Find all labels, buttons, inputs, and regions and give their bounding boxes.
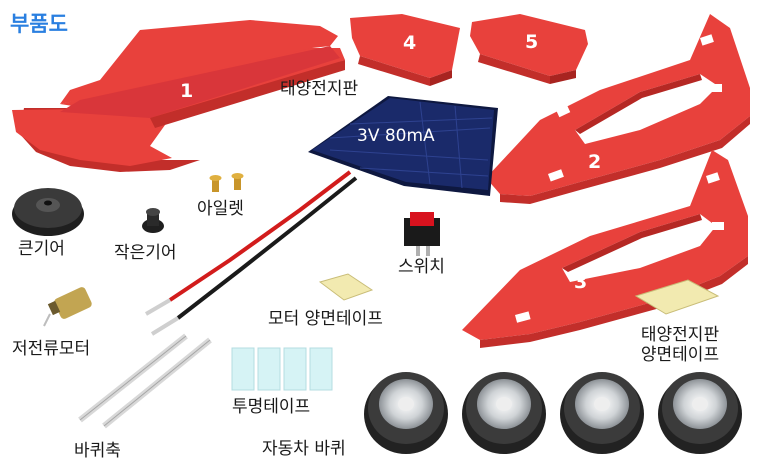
axle-label: 바퀴축 xyxy=(74,441,121,461)
clear-tape-label: 투명테이프 xyxy=(232,397,311,417)
wheel-icon xyxy=(658,372,742,454)
piece-4-icon: 4 xyxy=(350,14,460,86)
solar-panel-label: 태양전지판 xyxy=(280,79,359,99)
small-gear-label: 작은기어 xyxy=(114,243,177,263)
motor-tape-icon xyxy=(318,273,374,301)
axle-icon xyxy=(78,333,212,429)
wheels-label: 자동차 바퀴 xyxy=(262,439,346,459)
wheel-icon xyxy=(462,372,546,454)
piece-1-icon: 1 xyxy=(12,20,345,172)
piece-4-number: 4 xyxy=(403,32,416,54)
solar-tape-label: 태양전지판 양면테이프 xyxy=(620,325,740,365)
large-gear-label: 큰기어 xyxy=(18,239,65,259)
piece-5-number: 5 xyxy=(525,31,538,53)
solar-spec-label: 3V 80mA xyxy=(357,126,435,146)
page-title: 부품도 xyxy=(10,12,68,36)
piece-2-icon: 2 xyxy=(486,14,750,204)
wheel-icon xyxy=(364,372,448,454)
motor-tape-label: 모터 양면테이프 xyxy=(268,309,383,329)
small-gear-icon xyxy=(142,208,164,233)
switch-label: 스위치 xyxy=(398,257,445,277)
solar-tape-label-line1: 태양전지판 xyxy=(640,325,720,345)
eyelet-icon xyxy=(209,173,244,192)
solar-panel-icon: 3V 80mA xyxy=(308,96,498,196)
wires-icon xyxy=(144,170,358,336)
piece-1-number: 1 xyxy=(180,80,193,102)
solar-tape-icon xyxy=(634,279,720,315)
solar-tape-label-line2: 양면테이프 xyxy=(640,344,720,365)
clear-tape-icon xyxy=(231,347,333,391)
piece-5-icon: 5 xyxy=(470,14,588,84)
piece-3-number: 3 xyxy=(574,271,587,293)
switch-icon xyxy=(404,212,440,256)
motor-icon xyxy=(43,287,92,327)
piece-2-number: 2 xyxy=(588,151,601,173)
motor-label: 저전류모터 xyxy=(12,339,91,359)
eyelet-label: 아일렛 xyxy=(197,199,244,219)
wheel-icon xyxy=(560,372,644,454)
large-gear-icon xyxy=(12,188,84,236)
